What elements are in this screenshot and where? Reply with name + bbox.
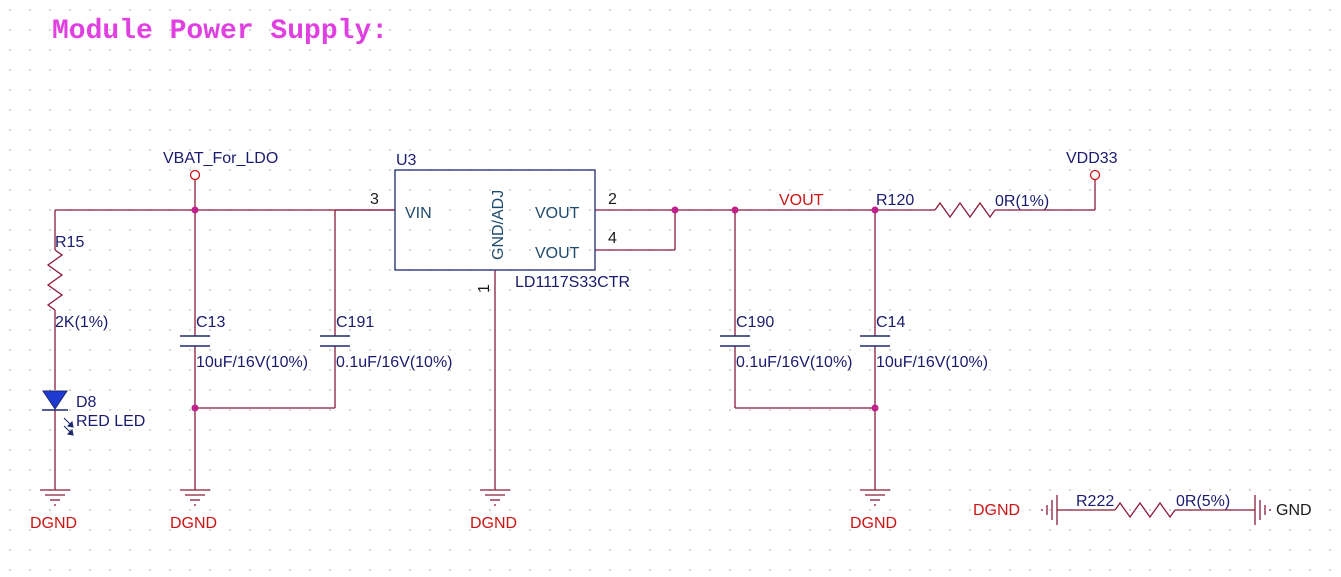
vout-net-label: VOUT bbox=[779, 192, 824, 209]
vbat-port-label: VBAT_For_LDO bbox=[163, 150, 278, 167]
c13-ref: C13 bbox=[196, 314, 225, 331]
ground-icon bbox=[480, 489, 510, 506]
wires bbox=[54, 180, 1255, 511]
r120-value: 0R(1%) bbox=[995, 193, 1049, 210]
ground-symbols bbox=[40, 489, 1271, 525]
vdd33-port-icon bbox=[1089, 169, 1101, 181]
ground-icon bbox=[860, 489, 890, 506]
junction-dot bbox=[671, 206, 679, 214]
dgnd-label: DGND bbox=[30, 515, 77, 532]
r120-ref: R120 bbox=[876, 192, 914, 209]
u3-pin-vout1-name: VOUT bbox=[535, 205, 580, 222]
dgnd-label: DGND bbox=[170, 515, 217, 532]
junction-dot bbox=[871, 206, 879, 214]
u3-pin-vout2-num: 4 bbox=[608, 230, 617, 247]
r15-ref: R15 bbox=[55, 234, 84, 251]
u3-pin-vout1-num: 2 bbox=[608, 191, 617, 208]
u3-pin-gnd-num: 1 bbox=[476, 284, 493, 293]
dgnd-label: DGND bbox=[850, 515, 897, 532]
u3-pin-vin-name: VIN bbox=[405, 205, 432, 222]
ground-icon bbox=[180, 489, 210, 506]
d8-light-arrows-icon bbox=[63, 417, 74, 436]
dgnd-label: DGND bbox=[470, 515, 517, 532]
vdd33-port-label: VDD33 bbox=[1066, 150, 1118, 167]
c14-ref: C14 bbox=[876, 314, 905, 331]
dgnd-label: DGND bbox=[973, 502, 1020, 519]
r222-ref: R222 bbox=[1076, 493, 1114, 510]
d8-led-icon bbox=[42, 390, 68, 410]
c190-ref: C190 bbox=[736, 314, 774, 331]
sheet-title: Module Power Supply: bbox=[52, 16, 388, 47]
r120-resistor-icon bbox=[934, 201, 996, 219]
r222-resistor-icon bbox=[1114, 501, 1176, 519]
c190-value: 0.1uF/16V(10%) bbox=[736, 354, 853, 371]
junctions bbox=[191, 206, 879, 412]
junction-dot bbox=[191, 206, 199, 214]
ground-icon bbox=[40, 489, 70, 506]
junction-dot bbox=[871, 404, 879, 412]
u3-pin-vin-num: 3 bbox=[370, 191, 379, 208]
capacitor-plates bbox=[180, 335, 890, 347]
r15-value: 2K(1%) bbox=[55, 314, 108, 331]
c191-value: 0.1uF/16V(10%) bbox=[336, 354, 453, 371]
d8-value: RED LED bbox=[76, 413, 145, 430]
c13-value: 10uF/16V(10%) bbox=[196, 354, 308, 371]
ground-icon bbox=[1041, 495, 1058, 525]
u3-part: LD1117S33CTR bbox=[515, 274, 630, 291]
r15-resistor-icon bbox=[46, 249, 64, 311]
c191-ref: C191 bbox=[336, 314, 374, 331]
junction-dot bbox=[731, 206, 739, 214]
u3-pin-gnd-name: GND/ADJ bbox=[490, 190, 507, 260]
r222-value: 0R(5%) bbox=[1176, 493, 1230, 510]
vbat-port-icon bbox=[189, 169, 201, 181]
c14-value: 10uF/16V(10%) bbox=[876, 354, 988, 371]
gnd-label: GND bbox=[1276, 502, 1312, 519]
d8-ref: D8 bbox=[76, 394, 97, 411]
u3-pin-vout2-name: VOUT bbox=[535, 245, 580, 262]
junction-dot bbox=[191, 404, 199, 412]
ground-icon bbox=[1254, 495, 1271, 525]
u3-body bbox=[394, 169, 596, 271]
u3-ref: U3 bbox=[396, 152, 417, 169]
